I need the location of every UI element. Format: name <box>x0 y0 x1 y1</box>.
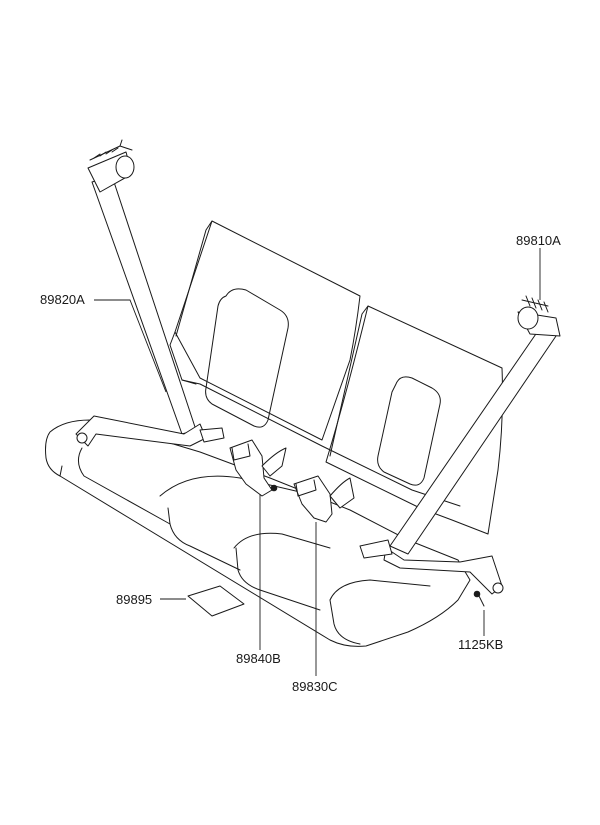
seat-cushion <box>45 379 471 647</box>
label-89895-card <box>187 585 245 617</box>
belt-89810A <box>359 295 561 595</box>
part-label-89895: 89895 <box>116 592 153 607</box>
part-label-1125KB: 1125KB <box>458 637 504 652</box>
part-label-89830C: 89830C <box>292 679 338 694</box>
part-label-89810A: 89810A <box>516 233 561 248</box>
belt-89820A <box>75 139 225 447</box>
part-label-89840B: 89840B <box>236 651 281 666</box>
part-label-89820A: 89820A <box>40 292 85 307</box>
leader-89820A <box>94 299 167 393</box>
buckle-89840B <box>229 439 287 497</box>
bolt-1125KB <box>473 590 485 607</box>
buckle-89830C <box>293 475 355 523</box>
backrest-left <box>169 220 361 441</box>
